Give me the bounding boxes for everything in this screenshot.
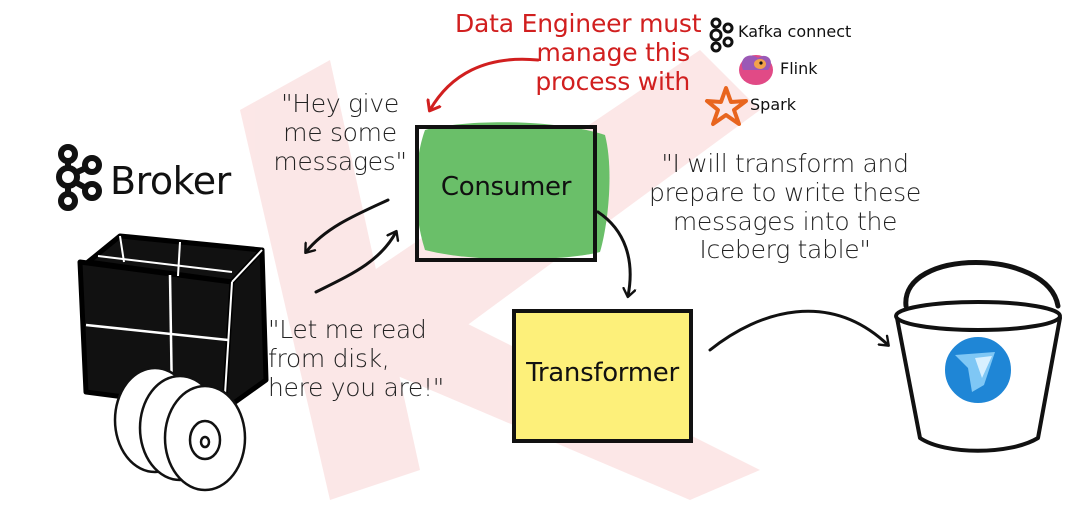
transform-line: Iceberg table" <box>699 235 871 265</box>
transform-line: "I will transform and <box>661 149 909 178</box>
flink-squirrel-icon <box>739 55 773 85</box>
note-line: manage this <box>536 37 691 67</box>
transform-line: prepare to write these <box>649 177 921 207</box>
response-line: from disk, <box>268 343 390 373</box>
consumer-box <box>415 122 610 262</box>
transformer-label: Transformer <box>526 358 679 388</box>
note-text: Data Engineer must manage this process w… <box>455 9 702 96</box>
request-line: me some <box>283 117 397 147</box>
response-line: here you are!" <box>268 372 444 402</box>
spark-star-icon <box>705 86 748 126</box>
note-line: process with <box>535 66 690 96</box>
response-line: "Let me read <box>268 315 427 344</box>
consumer-label: Consumer <box>440 172 572 202</box>
consumer-to-transformer-arrow <box>596 210 630 296</box>
response-arrow <box>314 232 396 294</box>
tool-label-kafka-connect: Kafka connect <box>738 22 852 41</box>
iceberg-bucket-icon <box>894 260 1062 453</box>
tool-label-spark: Spark <box>750 95 796 114</box>
red-arrow <box>430 57 540 110</box>
broker-label: Broker <box>110 159 231 203</box>
kafka-logo-icon <box>56 144 102 211</box>
note-line: Data Engineer must <box>455 9 702 38</box>
request-bubble: "Hey give me some messages" <box>270 89 410 176</box>
tool-label-flink: Flink <box>780 59 818 78</box>
request-line: messages" <box>273 146 407 176</box>
disk-stack-icon <box>113 366 247 492</box>
request-line: "Hey give <box>281 89 399 118</box>
transform-bubble: "I will transform and prepare to write t… <box>640 149 930 265</box>
request-arrow <box>306 198 390 252</box>
transform-line: messages into the <box>672 206 898 236</box>
transformer-box <box>512 309 693 443</box>
transformer-to-table-arrow <box>708 309 888 352</box>
response-bubble: "Let me read from disk, here you are!" <box>268 315 444 402</box>
kafka-icon <box>709 17 734 53</box>
